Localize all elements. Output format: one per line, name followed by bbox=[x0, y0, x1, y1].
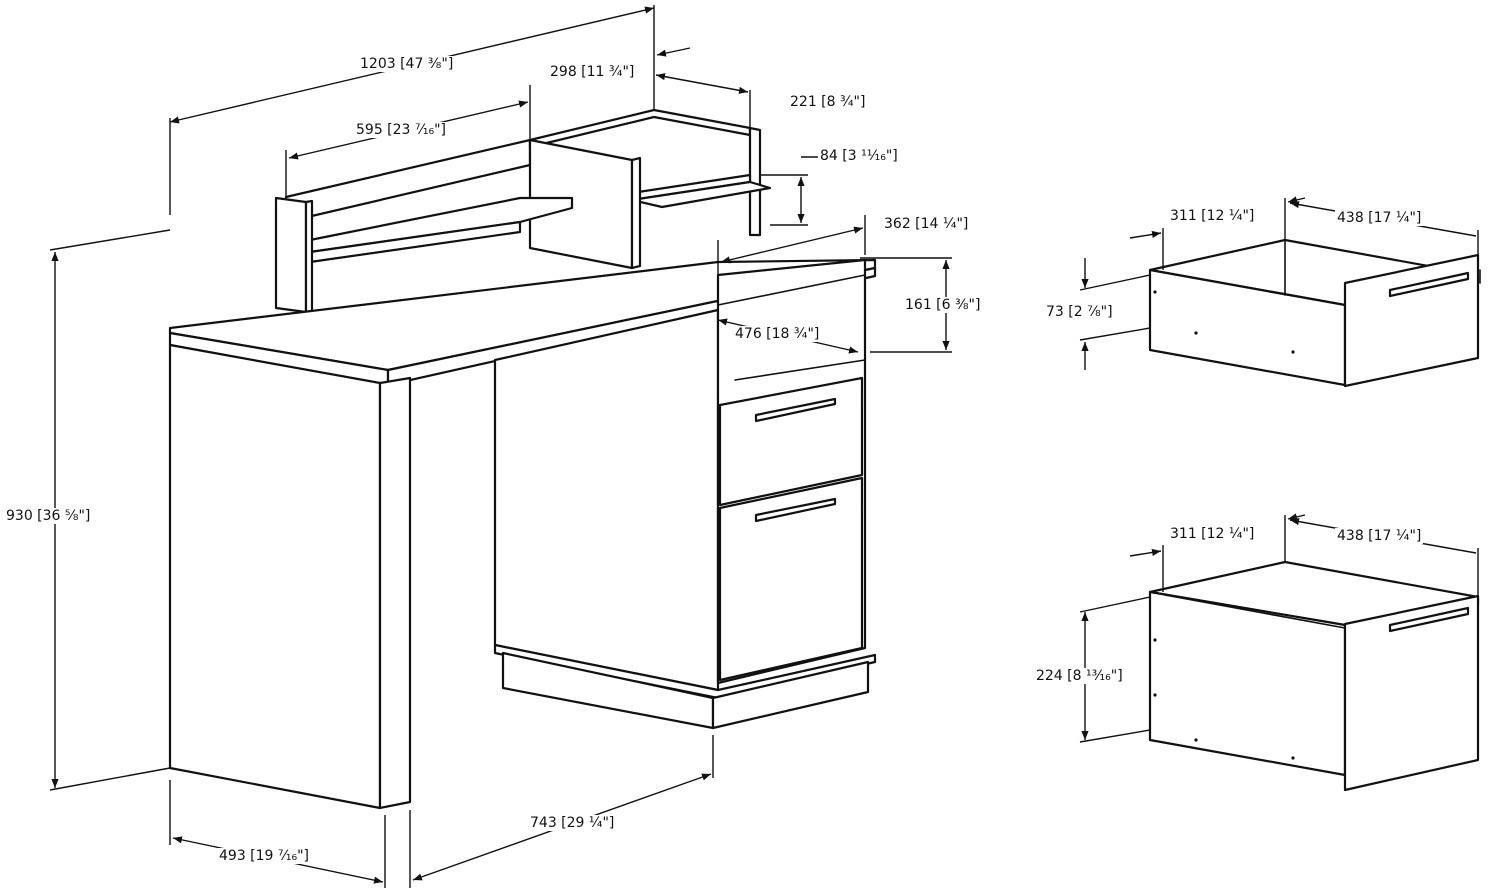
label-overall-width: 1203 [47 ⅜"] bbox=[358, 56, 456, 72]
label-opening-depth: 476 [18 ¾"] bbox=[733, 326, 822, 342]
upper-drawer-handle bbox=[754, 397, 837, 423]
label-large-drawer-depth: 438 [17 ¼"] bbox=[1335, 528, 1424, 544]
label-cabinet-width: 362 [14 ¼"] bbox=[882, 216, 971, 232]
label-large-drawer-width: 311 [12 ¼"] bbox=[1168, 526, 1257, 542]
cabinet-base bbox=[493, 643, 877, 700]
label-opening-height: 161 [6 ⅜"] bbox=[903, 297, 983, 313]
desk-drawing bbox=[168, 108, 877, 810]
cabinet-drawers bbox=[718, 376, 864, 682]
label-knee-width: 743 [29 ¼"] bbox=[528, 815, 617, 831]
upper-drawer-front bbox=[718, 376, 864, 507]
large-drawer-drawing bbox=[1079, 513, 1480, 792]
left-leg-panel bbox=[168, 343, 382, 810]
label-hutch-height: 84 [3 ¹¹⁄₁₆"] bbox=[818, 148, 900, 164]
label-small-drawer-depth: 438 [17 ¼"] bbox=[1335, 210, 1424, 226]
label-hutch-shelf-depth: 221 [8 ¾"] bbox=[788, 94, 868, 110]
lower-drawer-handle bbox=[754, 497, 837, 523]
label-small-drawer-width: 311 [12 ¼"] bbox=[1168, 208, 1257, 224]
label-hutch-shelf-width: 595 [23 ⁷⁄₁₆"] bbox=[354, 122, 448, 138]
small-drawer-drawing bbox=[1079, 196, 1481, 388]
small-drawer-handle bbox=[1388, 271, 1470, 298]
large-drawer-handle bbox=[1388, 606, 1470, 633]
label-small-drawer-height: 73 [2 ⅞"] bbox=[1044, 304, 1115, 320]
label-overall-height: 930 [36 ⅝"] bbox=[4, 508, 93, 524]
lower-drawer-front bbox=[718, 476, 864, 682]
label-hutch-depth: 298 [11 ¾"] bbox=[548, 64, 637, 80]
label-large-drawer-height: 224 [8 ¹³⁄₁₆"] bbox=[1034, 668, 1125, 684]
label-leg-depth: 493 [19 ⁷⁄₁₆"] bbox=[217, 848, 311, 864]
hutch bbox=[274, 108, 772, 314]
left-leg-edge bbox=[378, 376, 412, 810]
cabinet-side bbox=[493, 308, 720, 692]
